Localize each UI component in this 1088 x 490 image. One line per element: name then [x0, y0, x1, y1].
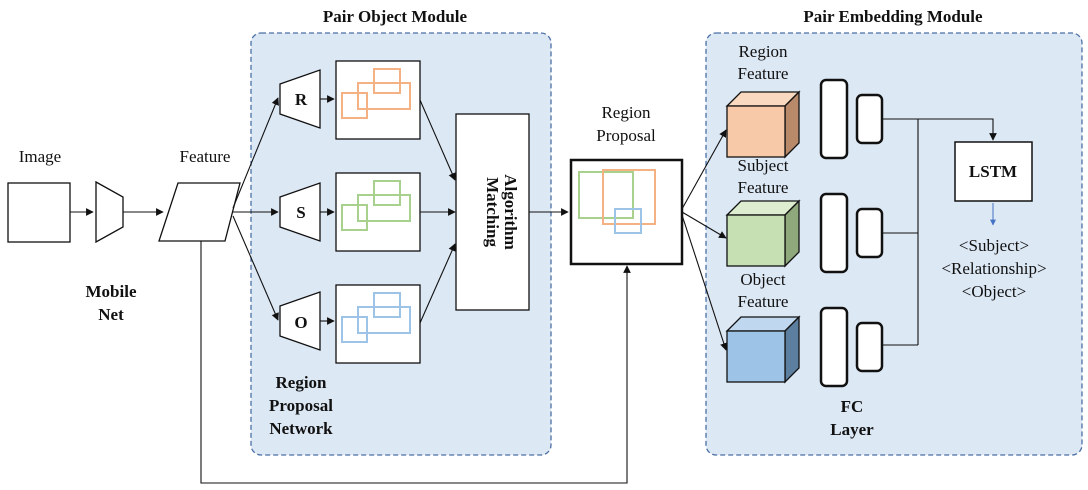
- mobilenet-label-line1: Mobile: [86, 282, 137, 301]
- fc-layer-subject: [819, 192, 884, 274]
- region-feature-label-line1: Region: [738, 42, 788, 61]
- subject-feature-cube-front: [726, 214, 786, 267]
- subject-feature-cube: [725, 199, 801, 268]
- fc-layer-label-line1: FC: [841, 397, 864, 416]
- arrow-feature-to-r: [232, 97, 279, 209]
- arrow-proposal-to-subject-feature: [681, 211, 727, 239]
- rpn-s-trapezoid: [279, 182, 321, 242]
- fc-layer-region: [819, 78, 884, 160]
- region-feature-cube-front: [726, 105, 786, 158]
- fc-layer-object: [819, 306, 884, 388]
- rpn-o-letter: O: [294, 313, 307, 332]
- lstm-label: LSTM: [969, 162, 1017, 181]
- mobilenet-label-line2: Net: [98, 305, 124, 324]
- pair-object-module-title: Pair Object Module: [323, 7, 468, 26]
- region-proposal-boxes: [335, 60, 421, 140]
- pair-embedding-module-panel: [705, 32, 1083, 456]
- rpn-r-letter: R: [295, 90, 308, 109]
- object-feature-label-line2: Feature: [738, 292, 789, 311]
- object-proposal-boxes: [335, 284, 421, 364]
- output-relationship: <Relationship>: [941, 259, 1046, 278]
- matching-label-line2: Algorithm: [501, 174, 520, 250]
- rpn-s-letter: S: [296, 203, 305, 222]
- feature-map-parallelogram: [158, 182, 241, 242]
- rpn-o-trapezoid: [279, 291, 321, 351]
- subject-feature-label-line1: Subject: [738, 156, 789, 175]
- matching-label-line1: Matching: [483, 177, 502, 247]
- fc-to-lstm-connections: [882, 118, 997, 346]
- object-feature-cube-front: [726, 330, 786, 383]
- rpn-label-line3: Network: [269, 419, 333, 438]
- region-feature-label-line2: Feature: [738, 64, 789, 83]
- object-feature-cube: [725, 315, 801, 384]
- rpn-label-line1: Region: [276, 373, 328, 392]
- region-proposal-label-line2: Proposal: [596, 126, 656, 145]
- subject-feature-label-line2: Feature: [738, 178, 789, 197]
- rpn-label-line2: Proposal: [269, 396, 333, 415]
- subject-proposal-boxes: [335, 172, 421, 252]
- input-image-box: [7, 182, 71, 243]
- rpn-r-trapezoid: [279, 69, 321, 129]
- output-object: <Object>: [962, 282, 1027, 301]
- arrow-object-boxes-to-matching: [419, 243, 456, 324]
- region-proposal-label-line1: Region: [601, 103, 651, 122]
- image-label: Image: [19, 147, 61, 166]
- matched-region-proposal: [569, 158, 684, 266]
- skip-connection-feature-to-proposal: [200, 241, 631, 484]
- feature-label: Feature: [180, 147, 231, 166]
- arrow-feature-to-o: [232, 215, 279, 321]
- lstm-box: [954, 141, 1033, 202]
- pair-embedding-module-title: Pair Embedding Module: [803, 7, 983, 26]
- arrow-proposal-to-object-feature: [681, 214, 728, 351]
- arrow-region-boxes-to-matching: [419, 99, 456, 181]
- fc-layer-label-line2: Layer: [830, 420, 874, 439]
- region-feature-cube: [725, 90, 801, 159]
- mobilenet-trapezoid: [95, 180, 124, 244]
- output-subject: <Subject>: [959, 236, 1029, 255]
- arrow-proposal-to-region-feature: [681, 129, 727, 210]
- object-feature-label-line1: Object: [740, 270, 786, 289]
